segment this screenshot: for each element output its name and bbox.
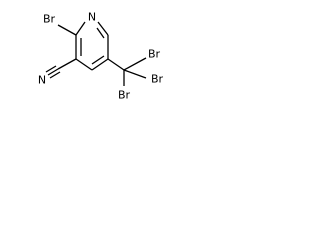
bond-c3-c4	[75, 58, 93, 71]
atom-tribromomethyl-bromine-top: Br	[148, 48, 161, 61]
atom-nitrile-nitrogen: N	[38, 74, 46, 87]
atom-tribromomethyl-bromine-right: Br	[151, 73, 164, 86]
bond-n1-c6-inner	[96, 27, 105, 39]
bond-n1-c6	[97, 21, 109, 36]
bond-c3-cn	[57, 58, 77, 70]
bond-n1-c2	[75, 21, 86, 36]
bond-c2-br	[57, 24, 77, 36]
chemical-structure-diagram: N Br N Br Br Br	[38, 11, 164, 102]
bond-cbr3-br-right	[123, 69, 147, 79]
bond-nitrile-3	[49, 71, 61, 79]
atom-ring-bromine: Br	[43, 13, 56, 26]
bond-c4-c5-inner	[91, 55, 105, 65]
bond-c4-c5	[91, 58, 109, 71]
atom-ring-nitrogen: N	[88, 11, 96, 24]
atom-tribromomethyl-bromine-bottom: Br	[118, 89, 131, 102]
bond-nitrile-2	[45, 65, 57, 73]
bond-c5-cbr3	[107, 58, 125, 71]
bond-cbr3-br-top	[123, 57, 147, 71]
bond-nitrile-1	[47, 68, 59, 76]
